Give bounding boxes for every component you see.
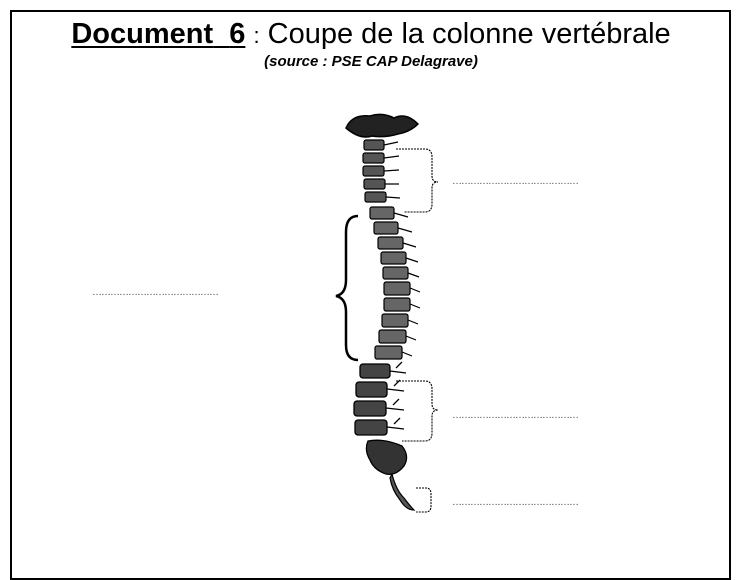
spine-diagram (0, 0, 742, 568)
skull-base (346, 114, 418, 137)
blank-cervical[interactable]: …………………………………… (452, 176, 662, 187)
cervical-bracket (396, 149, 438, 212)
sacrum-bracket (416, 488, 431, 512)
thoracic-bracket (336, 216, 358, 360)
thoracic-vertebrae (370, 207, 420, 359)
blank-thoracic[interactable]: …………………………………… (92, 287, 314, 298)
coccyx (390, 474, 414, 510)
blank-sacrum[interactable]: …………………………………… (452, 497, 662, 508)
blank-lumbar[interactable]: …………………………………… (452, 410, 662, 421)
spine-illustration (346, 114, 420, 510)
sacrum (366, 440, 406, 474)
cervical-vertebrae (363, 140, 400, 202)
lumbar-bracket (396, 381, 438, 441)
lumbar-vertebrae (354, 362, 406, 435)
